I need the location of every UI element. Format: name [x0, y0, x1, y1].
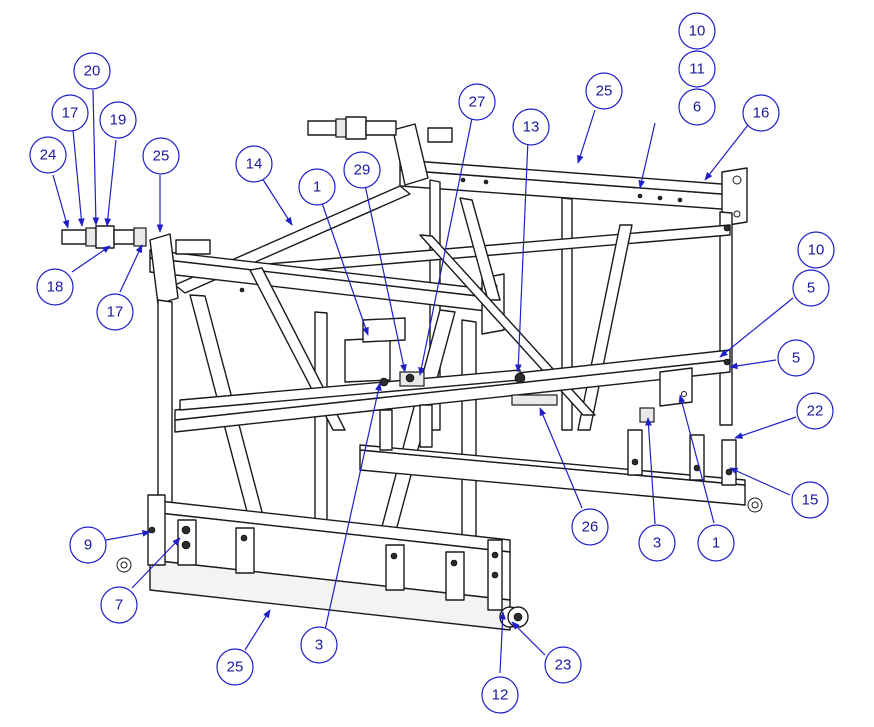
svg-text:25: 25	[227, 659, 244, 676]
callout-25: 25	[142, 137, 180, 175]
svg-text:20: 20	[84, 63, 101, 80]
callout-25: 25	[216, 648, 254, 686]
callout-3: 3	[300, 626, 338, 664]
svg-text:17: 17	[62, 105, 79, 122]
svg-text:1: 1	[313, 179, 321, 196]
svg-text:10: 10	[689, 23, 706, 40]
callout-5: 5	[777, 339, 815, 377]
callout-22: 22	[796, 392, 834, 430]
callout-25: 25	[585, 72, 623, 110]
callout-27: 27	[458, 83, 496, 121]
svg-text:7: 7	[115, 597, 123, 614]
svg-text:19: 19	[110, 112, 127, 129]
callout-26: 26	[571, 508, 609, 546]
svg-text:3: 3	[315, 637, 323, 654]
svg-text:15: 15	[802, 492, 819, 509]
callout-6: 6	[678, 88, 716, 126]
front-coupler	[61, 225, 211, 255]
svg-text:23: 23	[555, 657, 572, 674]
callout-10: 10	[678, 12, 716, 50]
svg-text:16: 16	[753, 105, 770, 122]
callout-14: 14	[235, 145, 273, 183]
callout-23: 23	[544, 646, 582, 684]
svg-text:24: 24	[40, 147, 57, 164]
callout-29: 29	[343, 151, 381, 189]
rear-adjusters	[379, 404, 737, 486]
svg-text:11: 11	[689, 61, 705, 78]
callout-17: 17	[51, 94, 89, 132]
svg-text:12: 12	[492, 687, 509, 704]
svg-text:6: 6	[693, 99, 701, 116]
callout-9: 9	[69, 526, 107, 564]
svg-text:14: 14	[246, 156, 263, 173]
fastener-dots	[148, 177, 731, 534]
callout-24: 24	[29, 136, 67, 174]
svg-text:27: 27	[469, 94, 486, 111]
callout-19: 19	[99, 101, 137, 139]
frame-structure	[61, 116, 763, 631]
svg-text:1: 1	[712, 535, 720, 552]
svg-text:25: 25	[153, 148, 170, 165]
leader-lines	[52, 89, 797, 674]
svg-text:10: 10	[808, 242, 825, 259]
callout-10: 10	[797, 231, 835, 269]
svg-text:13: 13	[523, 119, 540, 136]
callouts: 10 11 6 16 25 13 27 29 1 14 25 20 17 19 …	[29, 12, 835, 714]
callout-3: 3	[638, 524, 676, 562]
svg-text:25: 25	[596, 83, 613, 100]
callout-7: 7	[100, 586, 138, 624]
svg-text:9: 9	[84, 537, 92, 554]
callout-16: 16	[742, 94, 780, 132]
svg-text:3: 3	[653, 535, 661, 552]
callout-1: 1	[298, 168, 336, 206]
svg-text:22: 22	[807, 403, 824, 420]
front-clamps	[177, 519, 503, 611]
rear-coupler	[307, 116, 453, 143]
svg-text:5: 5	[792, 350, 800, 367]
svg-text:26: 26	[582, 519, 599, 536]
callout-1: 1	[697, 524, 735, 562]
callout-12: 12	[481, 676, 519, 714]
callout-5: 5	[792, 269, 830, 307]
callout-20: 20	[73, 52, 111, 90]
svg-text:18: 18	[47, 279, 64, 296]
callout-11: 11	[678, 50, 716, 88]
callout-18: 18	[36, 268, 74, 306]
callout-15: 15	[791, 481, 829, 519]
svg-text:5: 5	[807, 280, 815, 297]
svg-text:17: 17	[107, 304, 124, 321]
svg-text:29: 29	[354, 162, 371, 179]
callout-17: 17	[96, 293, 134, 331]
callout-13: 13	[512, 108, 550, 146]
